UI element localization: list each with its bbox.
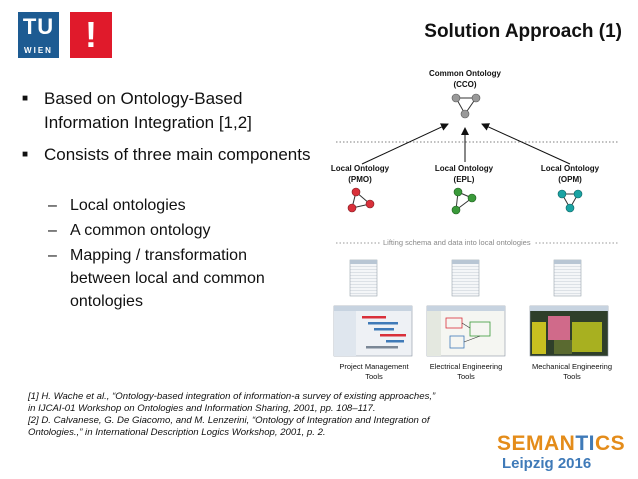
dash-marker: – <box>48 194 57 217</box>
logo-exclamation-block: ! <box>70 12 112 58</box>
sub-bullet-text: A common ontology <box>70 219 310 242</box>
sub-bullet-text: Mapping / transformation between local a… <box>70 244 310 313</box>
references: [1] H. Wache et al., “Ontology-based int… <box>28 391 498 439</box>
diagram-graphics <box>322 60 632 390</box>
local-ontology-epl-graph <box>452 188 476 214</box>
reference-line: [2] D. Calvanese, G. De Giacomo, and M. … <box>28 415 498 427</box>
project-management-screenshot <box>334 306 412 356</box>
spreadsheet-doc-icon <box>350 260 377 296</box>
tool-label-electrical-engineering: Electrical Engineering Tools <box>416 362 516 382</box>
bullet-text: Consists of three main components <box>44 143 324 167</box>
local-ontology-opm-label: Local Ontology (OPM) <box>532 163 608 185</box>
tu-wien-logo: TU WIEN ! <box>18 12 103 58</box>
tool-label-project-management: Project Management Tools <box>324 362 424 382</box>
reference-line: in IJCAI-01 Workshop on Ontologies and I… <box>28 403 498 415</box>
bullet-text: Based on Ontology-Based Information Inte… <box>44 87 324 135</box>
semantics-subtitle: Leipzig 2016 <box>502 455 591 472</box>
reference-line: [1] H. Wache et al., “Ontology-based int… <box>28 391 498 403</box>
tool-label-mechanical-engineering: Mechanical Engineering Tools <box>518 362 626 382</box>
dash-marker: – <box>48 219 57 242</box>
mechanical-engineering-screenshot <box>530 306 608 356</box>
square-bullet-icon: ■ <box>22 87 28 111</box>
slide-title: Solution Approach (1) <box>424 21 622 43</box>
local-ontology-opm-graph <box>558 190 582 212</box>
semantics-logo: SEMANTICS <box>497 432 625 456</box>
sub-bullet-text: Local ontologies <box>70 194 310 217</box>
local-ontology-pmo-label: Local Ontology (PMO) <box>322 163 398 185</box>
logo-exclamation: ! <box>70 12 112 58</box>
square-bullet-icon: ■ <box>22 143 28 167</box>
ontology-diagram: Common Ontology (CCO) Local Ontology (PM… <box>322 60 632 390</box>
spreadsheet-doc-icon <box>452 260 479 296</box>
spreadsheet-doc-icon <box>554 260 581 296</box>
logo-tu-text: TU <box>18 14 59 40</box>
lifting-caption: Lifting schema and data into local ontol… <box>380 238 534 247</box>
common-ontology-graph <box>452 94 480 118</box>
common-ontology-label: Common Ontology (CCO) <box>418 68 512 90</box>
dash-marker: – <box>48 244 57 267</box>
logo-wien-text: WIEN <box>18 46 59 55</box>
tu-block: TU WIEN <box>18 12 59 58</box>
reference-line: Ontologies.,” in International Descripti… <box>28 427 498 439</box>
electrical-engineering-screenshot <box>427 306 505 356</box>
local-ontology-pmo-graph <box>348 188 374 212</box>
local-ontology-epl-label: Local Ontology (EPL) <box>426 163 502 185</box>
